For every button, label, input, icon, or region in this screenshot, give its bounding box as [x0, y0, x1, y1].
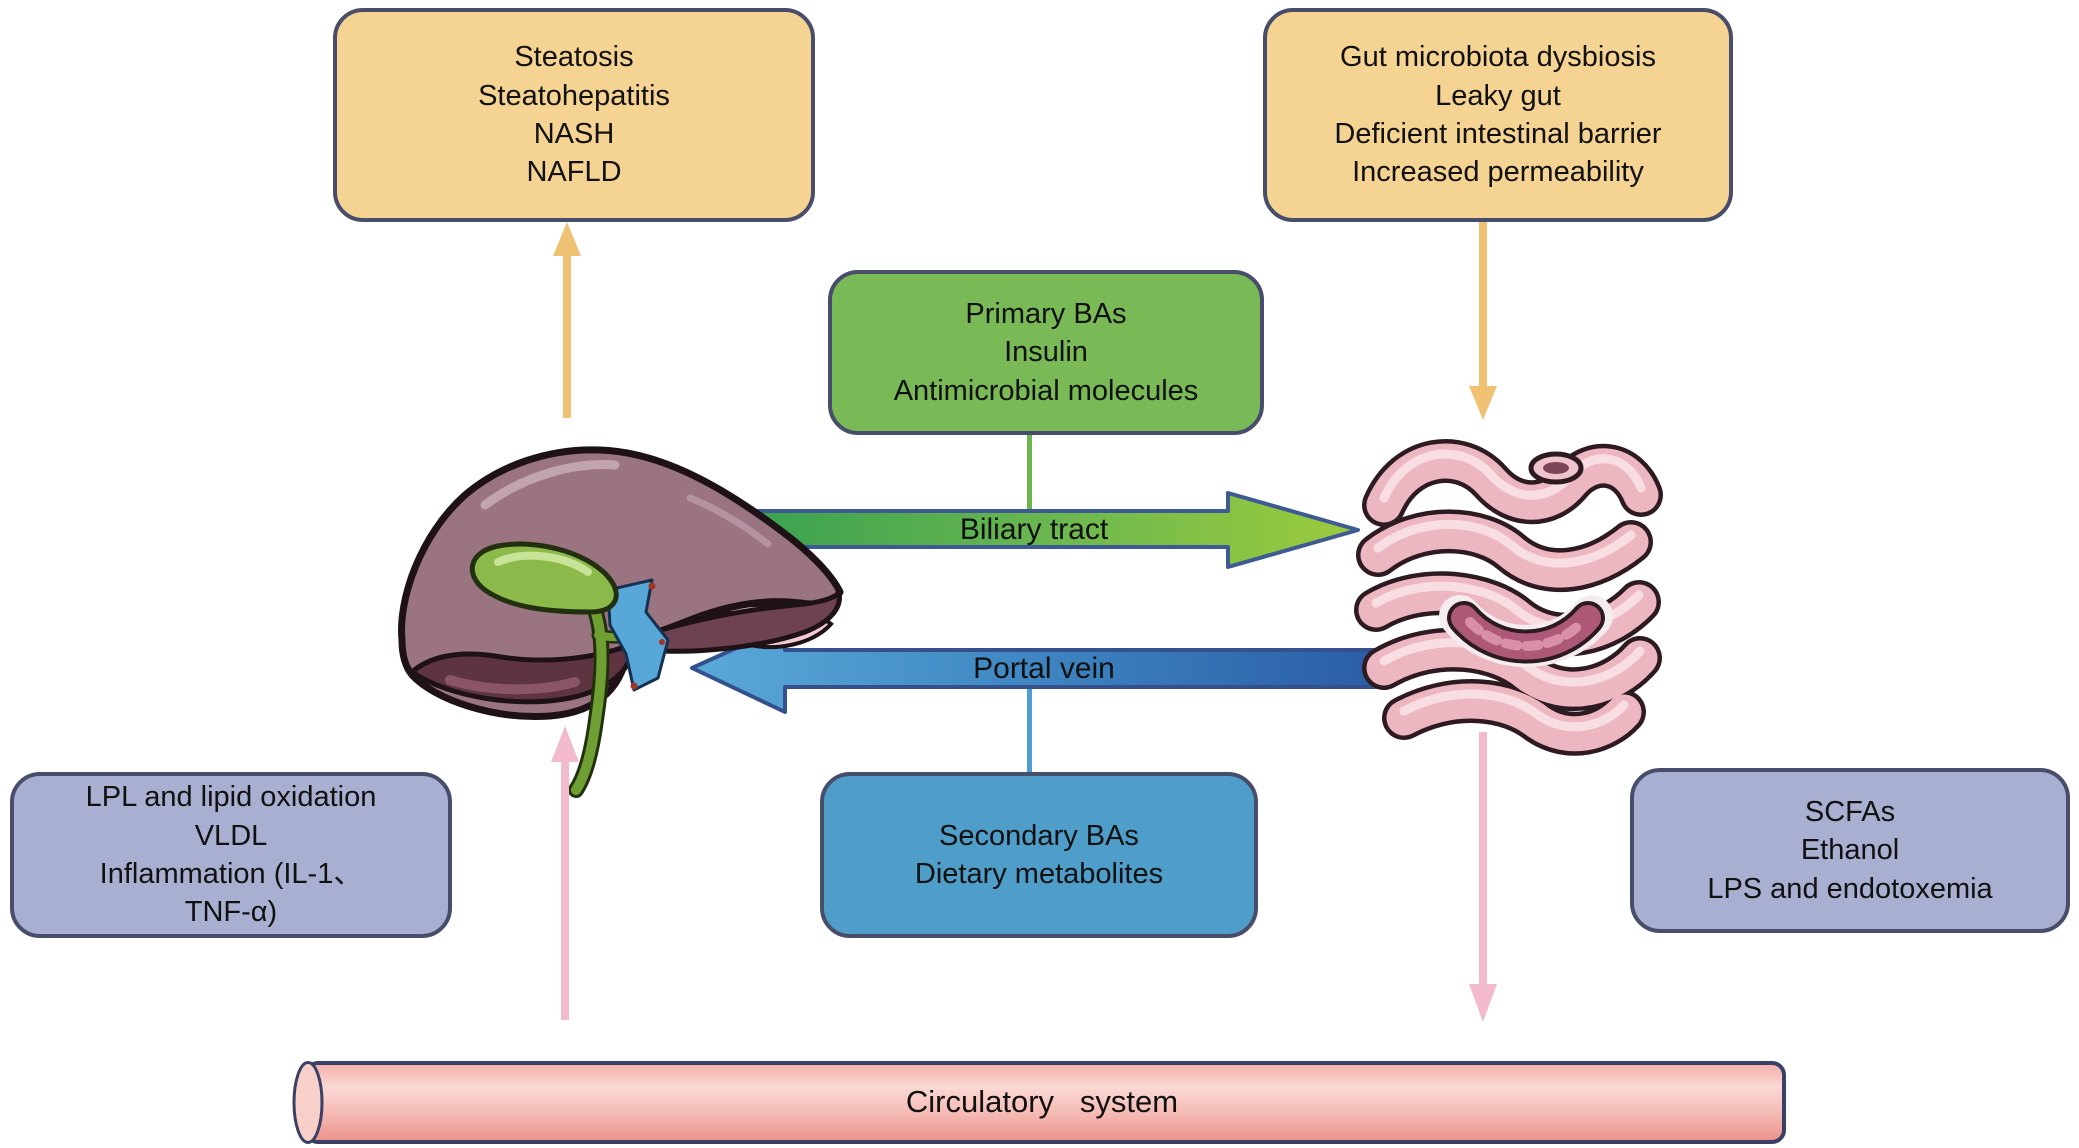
box-line: Deficient intestinal barrier — [1334, 118, 1662, 150]
circulatory-system-label: Circulatory system — [905, 1084, 1179, 1119]
box-line: Antimicrobial molecules — [893, 374, 1199, 407]
box-gut-metabolites: Secondary BAs Dietary metabolites — [820, 772, 1258, 938]
gut-to-circulation-arrow — [1469, 732, 1497, 1022]
box-liver-effects: LPL and lipid oxidation VLDL Inflammatio… — [10, 772, 452, 938]
box-line: Gut microbiota dysbiosis — [1340, 41, 1656, 74]
blue-connector-line — [1027, 685, 1032, 774]
box-line: Inflammation (IL-1、 — [99, 858, 363, 890]
box-line: Secondary BAs — [939, 819, 1139, 852]
box-liver-disease-outcomes: Steatosis Steatohepatitis NASH NAFLD — [333, 8, 815, 222]
liver-illustration — [398, 446, 844, 798]
box-gut-dysbiosis-outcomes: Gut microbiota dysbiosis Leaky gut Defic… — [1263, 8, 1733, 222]
box-line: TNF-α) — [184, 896, 278, 929]
green-connector-line — [1027, 433, 1032, 513]
circulation-to-liver-arrow — [551, 726, 579, 1020]
box-line: Ethanol — [1800, 834, 1900, 867]
box-line: NAFLD — [526, 156, 622, 189]
box-liver-secretions: Primary BAs Insulin Antimicrobial molecu… — [828, 270, 1264, 435]
circulatory-system-cylinder — [292, 1061, 1786, 1144]
box-line: LPL and lipid oxidation — [85, 781, 377, 814]
box-line: Primary BAs — [965, 298, 1127, 331]
box-line: Increased permeability — [1352, 156, 1644, 189]
box-line: VLDL — [194, 819, 268, 852]
liver-outcome-up-arrow — [553, 222, 581, 418]
box-gut-products: SCFAs Ethanol LPS and endotoxemia — [1630, 768, 2070, 933]
box-line: SCFAs — [1804, 796, 1896, 829]
gut-outcome-down-arrow — [1469, 222, 1497, 420]
box-line: NASH — [533, 118, 615, 150]
box-line: Dietary metabolites — [914, 858, 1164, 890]
box-line: Steatohepatitis — [478, 79, 670, 112]
box-line: Insulin — [1004, 336, 1088, 369]
box-line: Steatosis — [514, 41, 634, 74]
intestine-illustration — [1354, 439, 1663, 756]
box-line: Leaky gut — [1435, 79, 1561, 112]
box-line: LPS and endotoxemia — [1707, 872, 1993, 905]
